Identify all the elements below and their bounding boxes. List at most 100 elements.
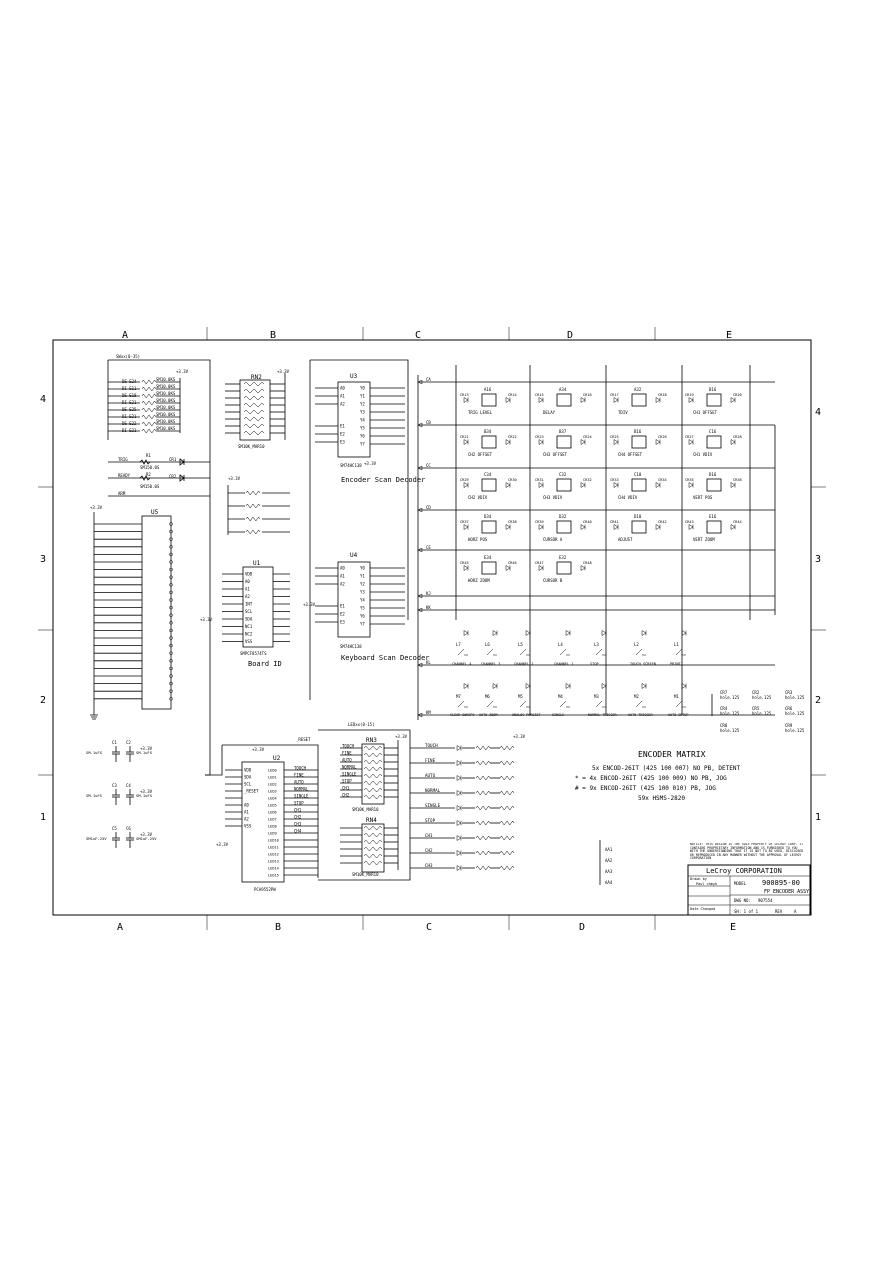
key-led [601,630,607,636]
u2-led-pin-name: LED1 [268,776,277,780]
u4-ref: U4 [350,552,358,559]
encoder-led-ref: CR35 [685,478,694,482]
hole-ref: CR5 [752,706,760,711]
led-row-led [456,805,462,811]
decoder-output-name: Y2 [360,582,365,587]
row-label-1-left: 1 [40,812,46,823]
key-ref: L2 [634,642,639,647]
u2-led-pin-name: LED10 [268,839,279,843]
key-switch [486,648,497,656]
key-ref: M1 [674,694,679,699]
decoder-output-name: Y4 [360,598,365,603]
drawing-title: FP ENCODER ASSY [764,889,809,895]
u5-pin [169,552,173,557]
row-label-2-right: 2 [815,695,821,706]
encoder-led-b [580,397,586,403]
power-label-u5: +3.3V [90,505,103,510]
u5-pin [169,522,173,526]
led-row-resistor [499,745,515,751]
col-label-d-bottom: D [579,922,585,933]
led-row-signal: NORMAL [425,788,441,793]
notes-line-4: 59x HSMS-2820 [638,795,685,802]
encoder-body [556,478,572,492]
col-label-a-bottom: A [117,922,123,933]
rn2-resistor [243,388,265,394]
encoder-led-a [613,439,619,445]
decoder-output-name: Y1 [360,394,365,399]
key-ref: M6 [485,694,490,699]
u5-pin [169,697,173,701]
u2-led-signal: CH3 [294,822,302,827]
decoder-output-name: Y7 [360,622,365,627]
key-ref: L4 [558,642,563,647]
encoder-led-ref: CR24 [583,435,592,439]
encoder-label: CH1 VDIV [693,452,713,457]
encoder-led-a [538,565,544,571]
r2-value: SM150.0S [140,484,160,489]
u5-ref: U5 [151,509,159,516]
rev-label: REV [775,909,783,914]
matrix-row-label: CD [426,505,431,510]
model-label: MODEL [734,881,747,886]
encoder-led-a [463,524,469,530]
power-label-rn3: +3.3V [395,734,408,739]
encoder-led-ref: CR28 [733,435,742,439]
cap-value: SM1uF-25V [136,836,157,841]
u1-pin-name: SDA [245,617,253,622]
u2-led-signal: AUTO [294,780,304,785]
encoder-led-ref: CR37 [460,520,469,524]
u5-pin [169,598,173,602]
encoder-ref: D10 [634,514,642,519]
encoder-ref: B34 [484,429,492,434]
row-label-1-right: 1 [815,812,821,823]
u3-label: Encoder Scan Decoder [341,476,425,484]
rn3-resistor [363,752,383,758]
encoder-ref: B16 [709,387,717,392]
rn3-signal: STOP [342,779,352,784]
u2-led-pin-name: LED14 [268,867,279,871]
encoder-led-ref: CR19 [685,393,694,397]
arm-signal: ARM [118,491,126,496]
left-array-resistor [141,407,157,413]
col-label-b-top: B [270,330,276,341]
matrix-row-arrow [417,607,423,613]
encoder-led-ref: CR18 [658,393,667,397]
left-array-resistor-value: SM10.0KS [156,412,176,417]
matrix-row-label: KJ [426,591,431,596]
decoder-output-name: Y0 [360,386,365,391]
left-signal-6: DI E21 [122,414,137,419]
encoder-ref: C10 [634,472,642,477]
key-led [681,630,687,636]
matrix-row-label: CB [426,420,431,425]
switch-bus-label: SWxx(0-35) [116,354,140,359]
encoder-led-a [688,524,694,530]
encoder-led-ref: CR34 [658,478,667,482]
u2-led-signal: CH2 [294,815,302,820]
encoder-led-a [688,397,694,403]
cap-ref: C6 [126,826,131,831]
rn2-resistor [243,395,265,401]
cap-value: SM.1uFS [86,750,103,755]
drawing-border [38,327,826,930]
u5-pin [169,666,173,671]
encoder-label: TDIV [618,410,628,415]
encoder-led-a [613,482,619,488]
rn4-resistor [363,860,383,866]
led-row-resistor [475,805,491,811]
rn2-part: SM10K_MAR10 [238,444,265,449]
u2-led-signal: TOUCH [294,766,307,771]
matrix-row-arrow [417,379,423,385]
key-switch [559,700,570,708]
key-switch [635,648,646,656]
encoder-ref: A32 [634,387,642,392]
left-array-resistor-value: SM10.0KS [156,405,176,410]
rn3-signal: AUTO [342,758,352,763]
u1-part: SMPCF8574TS [240,651,267,656]
encoder-body [556,393,572,407]
u1-ref: U1 [253,560,261,567]
key-label: NORMAL TRIGGER [588,713,618,717]
key-switch [675,700,686,708]
key-led [565,683,571,689]
encoder-ref: E32 [559,555,567,560]
decoder-output-name: Y2 [360,402,365,407]
